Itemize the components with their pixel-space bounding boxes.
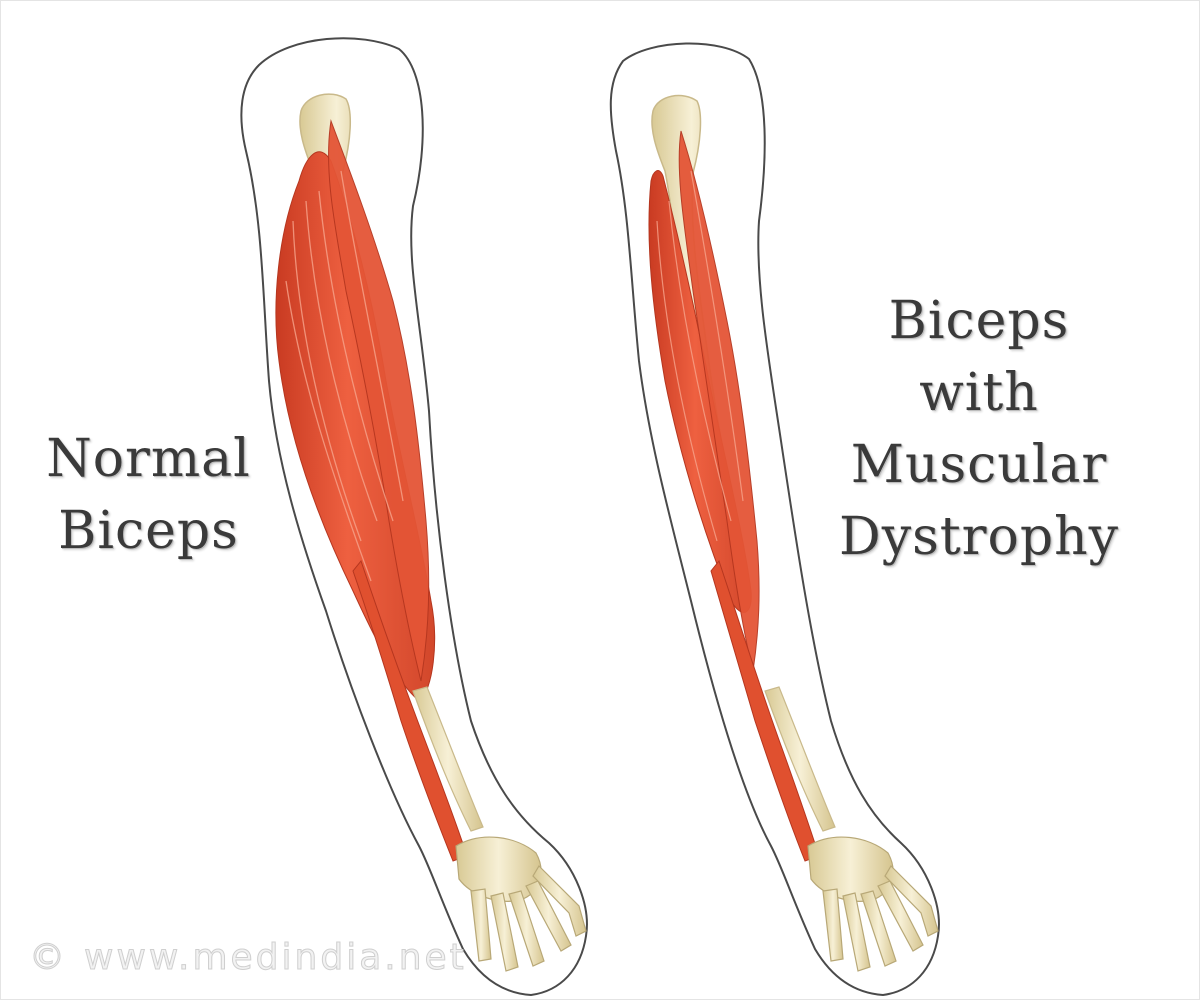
normal-label-line-1: Normal — [46, 429, 251, 489]
dystrophy-hand-bones — [807, 836, 939, 972]
dystrophy-forearm-muscle — [710, 559, 820, 862]
normal-triceps-muscle — [328, 119, 430, 682]
normal-arm — [240, 37, 588, 997]
copyright-icon: © — [29, 937, 68, 979]
normal-forearm-muscle — [352, 559, 468, 862]
watermark: © www.medindia.net — [29, 937, 467, 979]
dystrophy-label-line-4: Dystrophy — [839, 507, 1119, 567]
dystrophy-label-line-3: Muscular — [850, 435, 1108, 495]
dystrophy-muscle-fibers — [656, 170, 744, 542]
dystrophy-arm — [609, 42, 940, 997]
dystrophy-biceps-label: Biceps with Muscular Dystrophy — [819, 285, 1139, 573]
dystrophy-label-line-1: Biceps — [888, 291, 1070, 351]
normal-forearm-bone — [412, 686, 484, 832]
normal-biceps-label: Normal Biceps — [31, 423, 266, 567]
normal-label-line-2: Biceps — [58, 501, 239, 561]
watermark-text: www.medindia.net — [84, 937, 467, 979]
dystrophy-label-line-2: with — [919, 363, 1039, 423]
normal-muscle-fibers — [285, 170, 404, 582]
dystrophy-forearm-bone — [764, 686, 836, 832]
normal-hand-bones — [455, 836, 587, 972]
